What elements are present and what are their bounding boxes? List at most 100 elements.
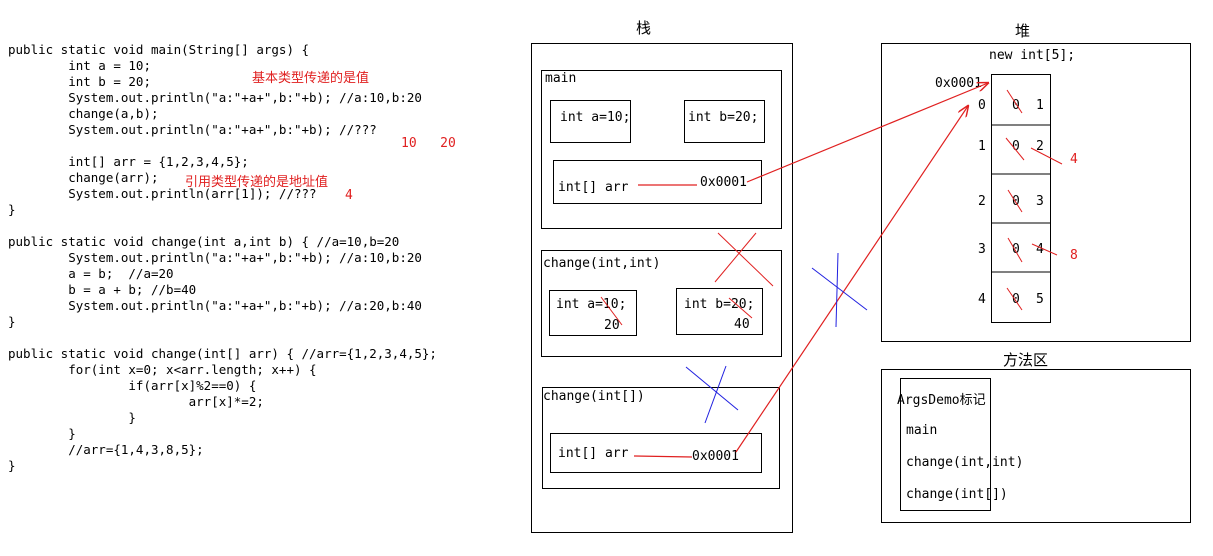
change-arr-pointer-line [633, 455, 693, 458]
heap-index: 0 [978, 98, 986, 113]
change-arr-frame-label: change(int[]) [543, 389, 645, 404]
primitive-result: 10 20 [401, 136, 456, 151]
code-line: int b = 20; [8, 74, 151, 89]
change-int-frame-label: change(int,int) [543, 256, 661, 271]
code-line: int a = 10; [8, 58, 151, 73]
change-arr-cross-a [704, 365, 727, 424]
method-change-int: change(int,int) [906, 455, 1024, 470]
heap-value: 1 [1036, 98, 1044, 113]
change-arr-cross-b [685, 366, 739, 411]
code-line: arr[x]*=2; [8, 394, 264, 409]
heap-value-strike-1 [1030, 147, 1063, 165]
change-var-a-strike [600, 296, 623, 326]
heap-value: 2 [1036, 139, 1044, 154]
heap-initial-value: 0 [1012, 242, 1020, 257]
code-line: for(int x=0; x<arr.length; x++) { [8, 362, 317, 377]
heap-value: 5 [1036, 292, 1044, 307]
code-line: System.out.println("a:"+a+",b:"+b); //??… [8, 122, 377, 137]
code-line: change(arr); [8, 170, 159, 185]
change-var-a-new: 20 [604, 318, 620, 333]
heap-array [991, 74, 1051, 323]
code-line: System.out.println(arr[1]); //??? [8, 186, 317, 201]
change-var-b-strike [728, 297, 753, 319]
reference-note: 引用类型传递的是地址值 [185, 175, 329, 190]
change-arr-arrow [735, 106, 968, 453]
code-line: public static void change(int[] arr) { /… [8, 346, 437, 361]
change-int-cross-b [714, 232, 757, 283]
class-label: ArgsDemo标记 [897, 393, 986, 408]
code-line: System.out.println("a:"+a+",b:"+b); //a:… [8, 90, 422, 105]
main-frame [541, 70, 782, 229]
heap-zero-strike-1 [1005, 137, 1025, 161]
heap-initial-value: 0 [1012, 194, 1020, 209]
main-var-b: int b=20; [688, 110, 759, 125]
heap-index: 3 [978, 242, 986, 257]
primitive-note: 基本类型传递的是值 [252, 71, 370, 86]
code-line: b = a + b; //b=40 [8, 282, 197, 297]
heap-value: 4 [1036, 242, 1044, 257]
code-line: } [8, 314, 16, 329]
change-int-frame [541, 250, 782, 357]
method-main: main [906, 423, 938, 438]
change-arr-frame [542, 387, 780, 489]
change-var-b-box [676, 288, 763, 335]
heap-initial-value: 0 [1012, 292, 1020, 307]
method-area-title: 方法区 [1003, 351, 1049, 369]
heap-index: 1 [978, 139, 986, 154]
code-line: //arr={1,4,3,8,5}; [8, 442, 204, 457]
method-change-arr: change(int[]) [906, 487, 1008, 502]
change-arr-addr: 0x0001 [692, 449, 739, 464]
main-arr-addr: 0x0001 [700, 175, 747, 190]
change-int-cross-a [717, 232, 774, 287]
main-arr-arrow [746, 83, 988, 183]
heap-index: 4 [978, 292, 986, 307]
change-var-b-new: 40 [734, 317, 750, 332]
blue-cross-b [811, 267, 868, 311]
stack-area [531, 43, 793, 533]
source-code: public static void main(String[] args) {… [8, 42, 437, 474]
code-line: if(arr[x]%2==0) { [8, 378, 257, 393]
change-var-b: int b=20; [684, 297, 755, 312]
heap-object-label: new int[5]; [989, 48, 1076, 63]
code-line: System.out.println("a:"+a+",b:"+b); //a:… [8, 250, 422, 265]
code-line: a = b; //a=20 [8, 266, 174, 281]
code-line: public static void main(String[] args) { [8, 42, 310, 57]
blue-cross-a [835, 252, 839, 328]
main-var-b-box [684, 100, 765, 143]
reference-result: 4 [345, 188, 353, 203]
class-box [900, 378, 991, 511]
change-arr-box [550, 433, 762, 473]
code-line: int[] arr = {1,2,3,4,5}; [8, 154, 249, 169]
code-line: change(a,b); [8, 106, 159, 121]
heap-area [881, 43, 1191, 342]
code-line: } [8, 426, 76, 441]
heap-zero-strike-2 [1007, 189, 1023, 213]
method-area [881, 369, 1191, 523]
main-arr-box [553, 160, 762, 204]
code-line: } [8, 410, 136, 425]
change-var-a-box [549, 290, 637, 336]
change-arr-label: int[] arr [558, 446, 629, 461]
main-var-a: int a=10; [560, 110, 631, 125]
code-line: } [8, 202, 16, 217]
heap-update-1: 4 [1070, 152, 1078, 167]
heap-value-strike-3 [1031, 243, 1058, 256]
heap-zero-strike-0 [1006, 89, 1023, 114]
main-arr-label: int[] arr [558, 180, 629, 195]
heap-zero-strike-4 [1006, 287, 1023, 311]
heap-update-3: 8 [1070, 248, 1078, 263]
code-line: System.out.println("a:"+a+",b:"+b); //a:… [8, 298, 422, 313]
heap-initial-value: 0 [1012, 98, 1020, 113]
heap-address: 0x0001 [935, 76, 982, 91]
stack-title: 栈 [636, 19, 652, 37]
heap-initial-value: 0 [1012, 139, 1020, 154]
heap-value: 3 [1036, 194, 1044, 209]
code-line: public static void change(int a,int b) {… [8, 234, 400, 249]
heap-zero-strike-3 [1007, 237, 1023, 263]
main-frame-label: main [545, 71, 577, 86]
heap-title: 堆 [1015, 22, 1031, 40]
main-var-a-box [550, 100, 631, 143]
heap-index: 2 [978, 194, 986, 209]
